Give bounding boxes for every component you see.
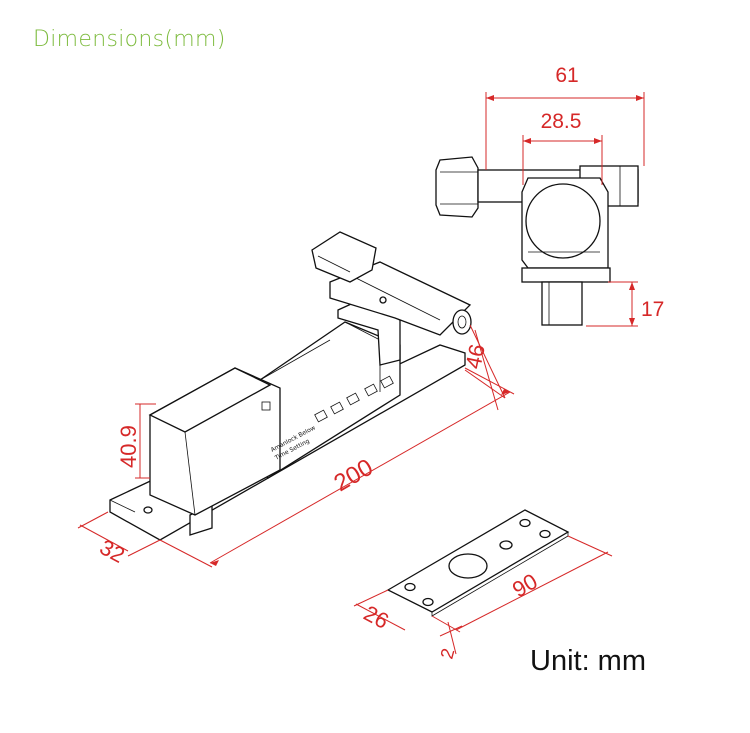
dim-body-height: 46 [460, 324, 506, 411]
unit-label: Unit: mm [530, 645, 646, 677]
dim-2-label: 2 [437, 646, 459, 661]
dim-32-label: 32 [96, 534, 129, 568]
dim-top-width: 61 [485, 64, 645, 170]
dim-61-label: 61 [555, 64, 578, 87]
dim-40-9-label: 40.9 [116, 425, 141, 468]
dim-plate-width: 26 [353, 589, 406, 634]
lock-body: Amanlock Below Time Setting [109, 231, 472, 541]
dim-top-height: 17 [586, 281, 664, 327]
top-view [435, 156, 639, 326]
dim-46-label: 46 [460, 342, 490, 371]
dim-26-label: 26 [360, 600, 393, 634]
dim-front-height: 40.9 [116, 403, 156, 479]
strike-plate [386, 509, 570, 617]
dim-plate-thickness: 2 [437, 621, 463, 661]
dim-17-label: 17 [641, 298, 664, 321]
dim-top-inner: 28.5 [522, 110, 603, 185]
dim-28-5-label: 28.5 [541, 110, 582, 133]
page-title: Dimensions(mm) [33, 27, 226, 52]
dim-90-label: 90 [508, 568, 542, 602]
